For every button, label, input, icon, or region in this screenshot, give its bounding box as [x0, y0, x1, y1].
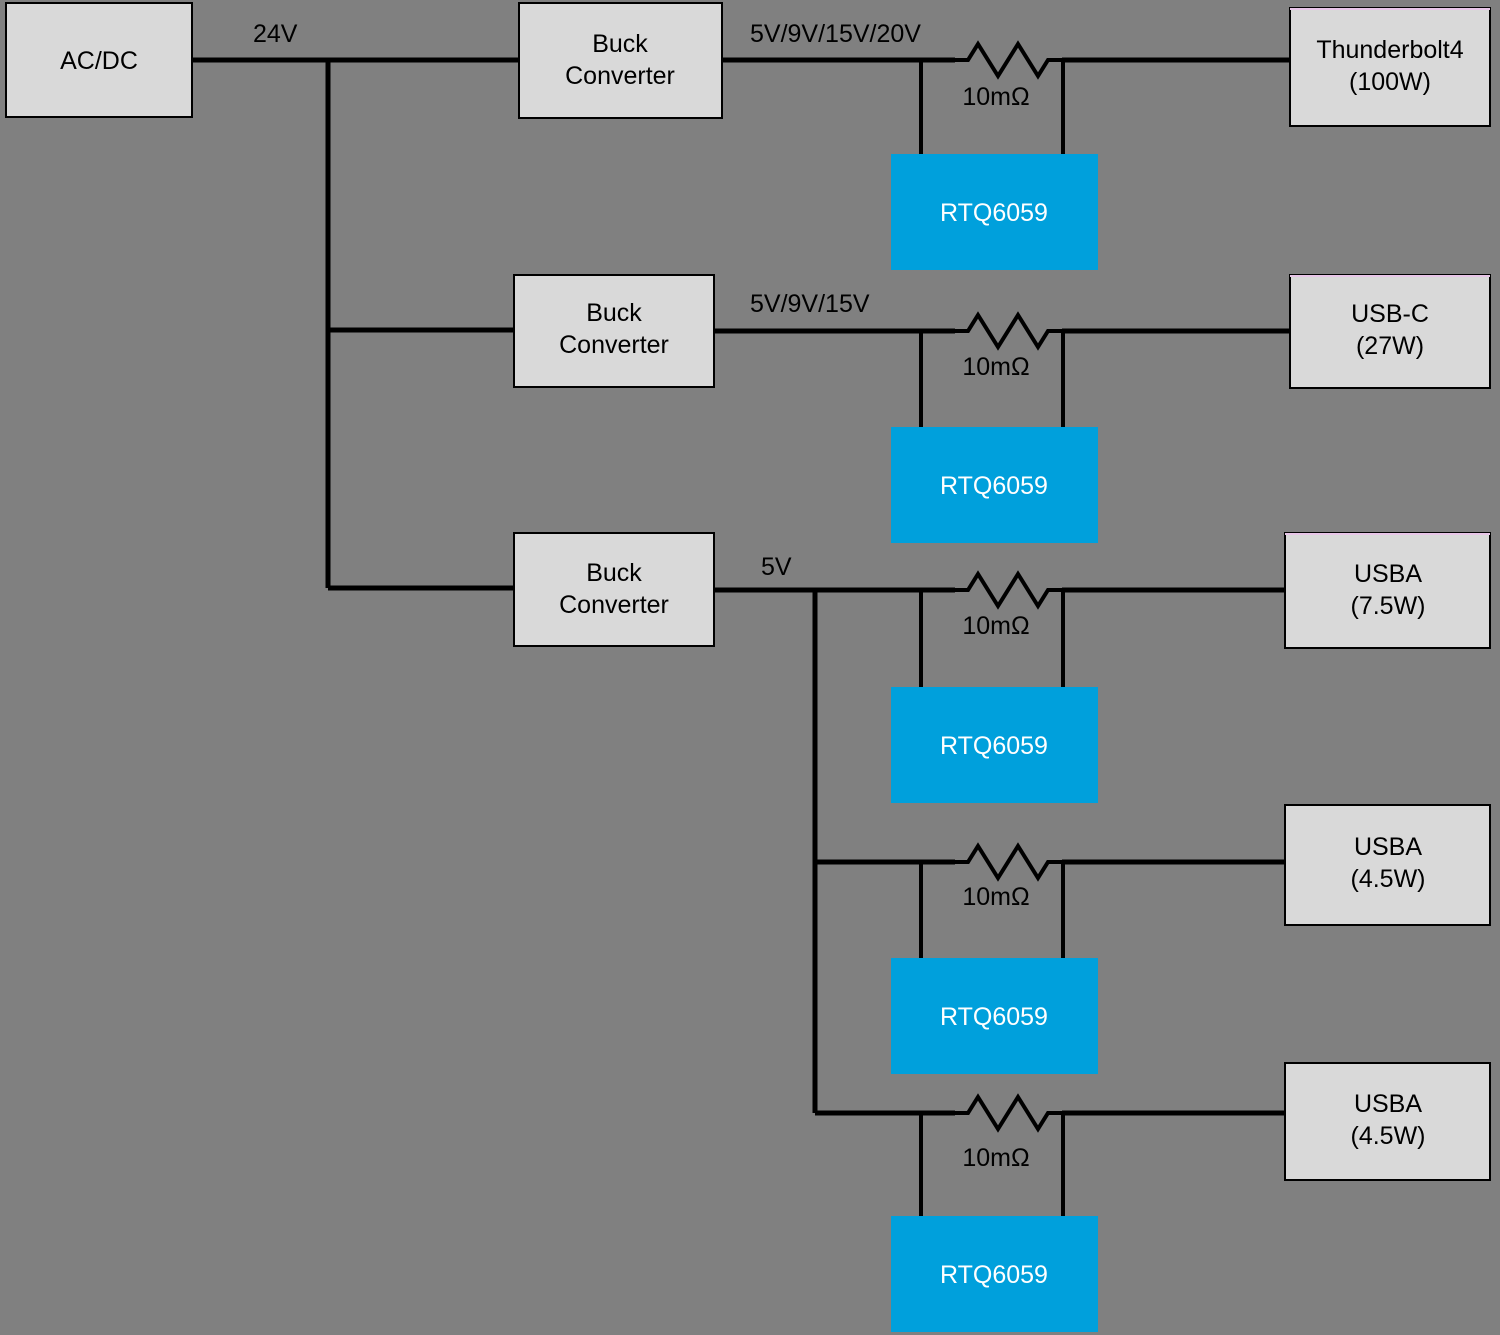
rtq6059-4-label: RTQ6059	[940, 1003, 1048, 1031]
output-usba-4-5w-upper-port: USBA	[1354, 833, 1422, 861]
buck-converter-2-label-line1: Buck	[586, 299, 642, 327]
output-usba-4-5w-lower-port: USBA	[1354, 1090, 1422, 1118]
wiring-layer	[192, 40, 1290, 1216]
resistor-3-zigzag	[955, 570, 1062, 610]
output-usba-7-5w-port: USBA	[1354, 560, 1422, 588]
rtq6059-block-5[interactable]: RTQ6059	[891, 1216, 1098, 1332]
output-usba-4-5w-upper[interactable]: USBA (4.5W)	[1284, 804, 1491, 926]
rail-label-2: 5V/9V/15V	[750, 290, 870, 318]
output-usb-c[interactable]: USB-C (27W)	[1289, 274, 1491, 389]
rtq6059-5-label: RTQ6059	[940, 1261, 1048, 1289]
output-usba-7-5w-box	[1284, 532, 1491, 649]
resistor-5-label: 10mΩ	[962, 1144, 1029, 1172]
rtq6059-2-box	[891, 427, 1098, 543]
rtq6059-1-label: RTQ6059	[940, 199, 1048, 227]
buck-converter-3-label-line2: Converter	[559, 591, 669, 619]
output-usba-7-5w[interactable]: USBA (7.5W)	[1284, 532, 1491, 649]
rtq6059-5-box	[891, 1216, 1098, 1332]
output-usb-c-power: (27W)	[1356, 332, 1424, 360]
output-usba-4-5w-lower-power: (4.5W)	[1351, 1122, 1426, 1150]
resistor-2-label: 10mΩ	[962, 353, 1029, 381]
resistor-1-zigzag	[955, 40, 1062, 80]
output-thunderbolt4-box	[1289, 7, 1491, 127]
ac-dc-label: AC/DC	[60, 47, 138, 75]
output-usba-4-5w-upper-box	[1284, 804, 1491, 926]
output-thunderbolt4-port: Thunderbolt4	[1316, 36, 1463, 64]
rtq6059-block-1[interactable]: RTQ6059	[891, 154, 1098, 270]
output-usb-c-box	[1289, 274, 1491, 389]
output-usba-7-5w-power: (7.5W)	[1351, 592, 1426, 620]
ac-dc-box	[5, 2, 193, 118]
buck-converter-3-box	[513, 532, 715, 647]
ac-dc-block[interactable]: AC/DC	[5, 2, 193, 118]
resistor-1-label: 10mΩ	[962, 83, 1029, 111]
resistor-2-zigzag	[955, 311, 1062, 351]
output-usba-4-5w-lower-box	[1284, 1062, 1491, 1181]
rtq6059-3-label: RTQ6059	[940, 732, 1048, 760]
rtq6059-block-2[interactable]: RTQ6059	[891, 427, 1098, 543]
rtq6059-2-label: RTQ6059	[940, 472, 1048, 500]
output-usba-4-5w-lower[interactable]: USBA (4.5W)	[1284, 1062, 1491, 1181]
buck-converter-2[interactable]: Buck Converter	[513, 274, 715, 388]
output-usb-c-port: USB-C	[1351, 300, 1429, 328]
buck-converter-1[interactable]: Buck Converter	[518, 2, 723, 119]
rtq6059-4-box	[891, 958, 1098, 1074]
resistor-3-label: 10mΩ	[962, 612, 1029, 640]
buck-converter-1-label-line1: Buck	[592, 30, 648, 58]
buck-converter-1-box	[518, 2, 723, 119]
rtq6059-3-box	[891, 687, 1098, 803]
rail-label-24v: 24V	[253, 20, 298, 48]
rail-label-3: 5V	[761, 553, 792, 581]
resistor-4-label: 10mΩ	[962, 883, 1029, 911]
resistor-5-zigzag	[955, 1093, 1062, 1133]
buck-converter-3-label-line1: Buck	[586, 559, 642, 587]
buck-converter-1-label-line2: Converter	[565, 62, 675, 90]
output-usba-4-5w-upper-power: (4.5W)	[1351, 865, 1426, 893]
buck-converter-3[interactable]: Buck Converter	[513, 532, 715, 647]
output-thunderbolt4[interactable]: Thunderbolt4 (100W)	[1289, 7, 1491, 127]
rail-label-1: 5V/9V/15V/20V	[750, 20, 921, 48]
buck-converter-2-label-line2: Converter	[559, 331, 669, 359]
rtq6059-block-3[interactable]: RTQ6059	[891, 687, 1098, 803]
rtq6059-1-box	[891, 154, 1098, 270]
resistor-4-zigzag	[955, 842, 1062, 882]
output-thunderbolt4-power: (100W)	[1349, 68, 1431, 96]
rtq6059-block-4[interactable]: RTQ6059	[891, 958, 1098, 1074]
buck-converter-2-box	[513, 274, 715, 388]
